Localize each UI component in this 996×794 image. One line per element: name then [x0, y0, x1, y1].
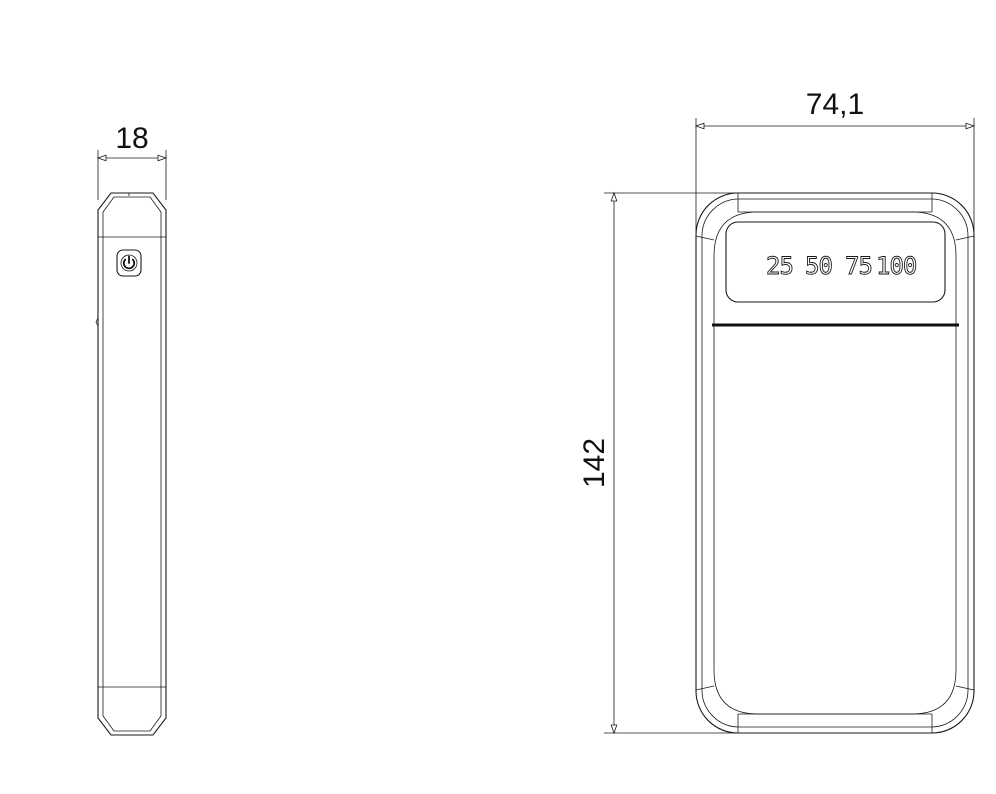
- side-body: [95, 192, 167, 736]
- front-body: [695, 192, 975, 734]
- front-height-dimension: 142: [578, 191, 736, 735]
- level-75: 75: [845, 252, 872, 280]
- front-height-label: 142: [578, 438, 611, 488]
- level-25: 25: [766, 252, 793, 280]
- side-width-label: 18: [115, 122, 148, 155]
- front-width-dimension: 74,1: [694, 88, 976, 232]
- side-width-dimension: 18: [96, 122, 168, 200]
- front-width-label: 74,1: [806, 88, 864, 121]
- level-50: 50: [805, 252, 832, 280]
- level-100: 100: [876, 252, 916, 280]
- led-display: 25 50 75 100: [725, 221, 946, 303]
- power-icon: [122, 255, 136, 270]
- power-button: [116, 249, 142, 277]
- side-view: 18: [95, 122, 168, 736]
- front-view: 74,1 142: [578, 88, 976, 735]
